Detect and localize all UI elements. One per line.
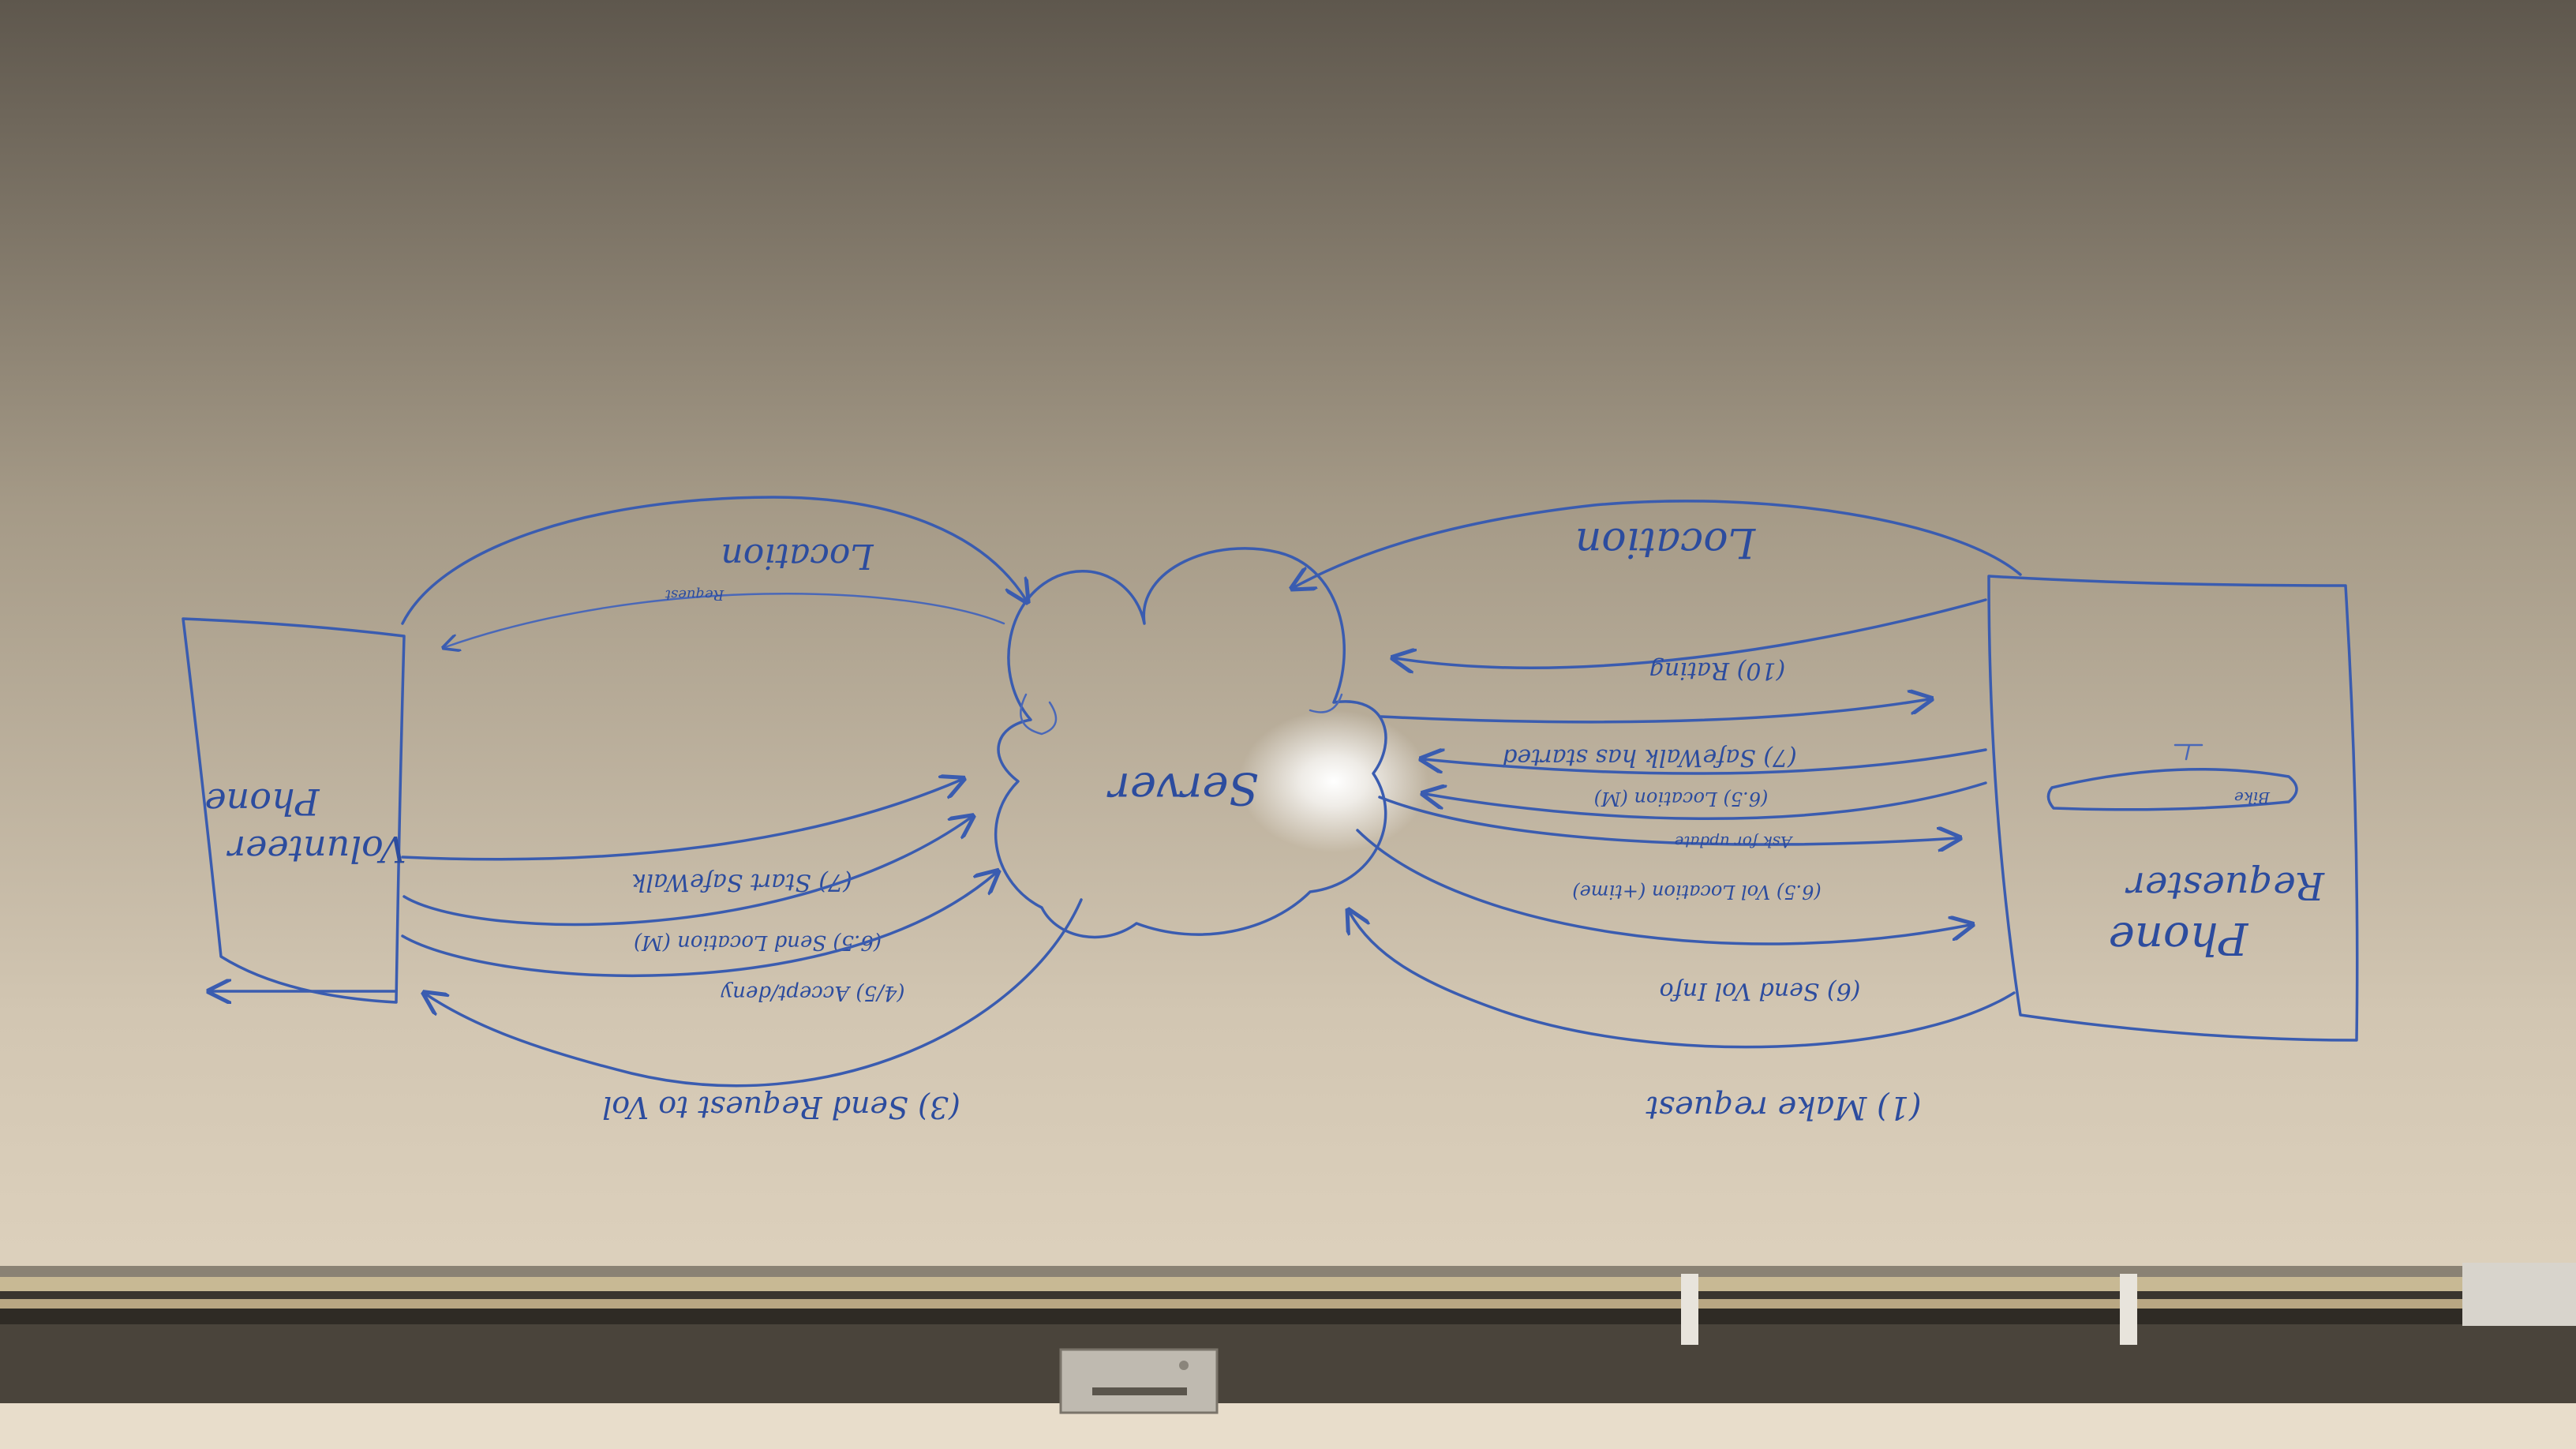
requester-phone-label-1: Requester: [2125, 863, 2325, 908]
bike-sketch: Bike: [2046, 743, 2298, 811]
label-send-vol-info: (6) Send Vol Info: [1660, 977, 1861, 1005]
arrow-top-small: [445, 592, 1005, 647]
arrow-requester-location: [1294, 500, 2022, 587]
label-vol-location: (6.5) Vol Location (+time): [1572, 881, 1822, 903]
label-accept-deny: (4/5) Accept/deny: [721, 981, 904, 1005]
arrow-safewalk-started: [1380, 699, 1929, 724]
volunteer-phone-box: [182, 617, 406, 1004]
label-rating: (10) Rating: [1649, 657, 1785, 684]
label-volunteer-location: Location: [721, 536, 874, 576]
requester-phone-box: [1987, 575, 2359, 1042]
label-ask-for-update: Ask for update: [1675, 833, 1794, 852]
server-cloud: [994, 547, 1387, 939]
label-safewalk-started: (7) SafeWalk has started: [1502, 743, 1797, 771]
label-send-location: (6.5) Send Location (M): [634, 930, 882, 954]
label-top-small: Request: [665, 586, 724, 603]
arrow-location-m: [1424, 750, 1987, 775]
volunteer-phone-label-1: Volunteer: [226, 828, 406, 871]
requester-phone-label-2: Phone: [2109, 912, 2249, 964]
volunteer-phone-label-2: Phone: [204, 781, 320, 823]
label-send-request: (3) Send Request to Vol: [602, 1090, 960, 1125]
arrow-send-location: [402, 818, 971, 927]
arrow-accept-deny: [401, 873, 996, 978]
server-label: Server: [1106, 762, 1259, 814]
light-glare: [1239, 710, 1428, 852]
arrow-start-safewalk: [401, 780, 961, 861]
label-requester-location: Location: [1575, 519, 1756, 566]
label-location-m: (6.5) Location (M): [1594, 788, 1769, 810]
label-make-request: (1) Make request: [1645, 1089, 1921, 1125]
arrow-make-request: [1350, 912, 2016, 1049]
arrow-ask-for-update: [1425, 781, 1987, 821]
arrow-send-request: [426, 898, 1083, 1088]
arrow-rating: [1395, 598, 1987, 668]
arrow-volunteer-location: [401, 496, 1026, 625]
arrow-send-vol-info: [1356, 829, 1970, 945]
marker-tray: [0, 1263, 2576, 1449]
label-start-safewalk: (7) Start SafeWalk: [631, 868, 852, 896]
arrow-vol-location: [1378, 796, 1957, 844]
bike-caption: Bike: [2234, 788, 2271, 807]
